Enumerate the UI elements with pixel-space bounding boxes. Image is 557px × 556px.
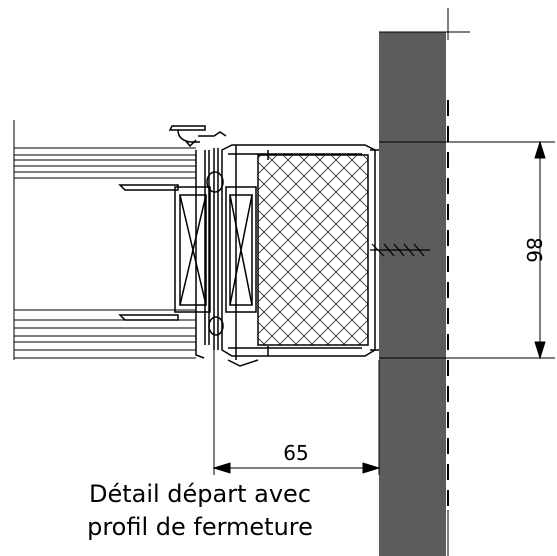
wall-section: [379, 32, 446, 556]
dimension-86-label: 86: [522, 237, 546, 262]
dimension-86: [379, 140, 555, 360]
caption-line-1: Détail départ avec: [88, 480, 312, 508]
closing-profile: [221, 144, 379, 367]
frame-profile: [118, 125, 257, 359]
dimension-65: [212, 320, 381, 475]
caption-line-2: profil de fermeture: [87, 513, 313, 541]
glazing-panel: [13, 120, 196, 360]
dimension-65-label: 65: [283, 441, 308, 465]
anchor-screw: [370, 243, 430, 257]
